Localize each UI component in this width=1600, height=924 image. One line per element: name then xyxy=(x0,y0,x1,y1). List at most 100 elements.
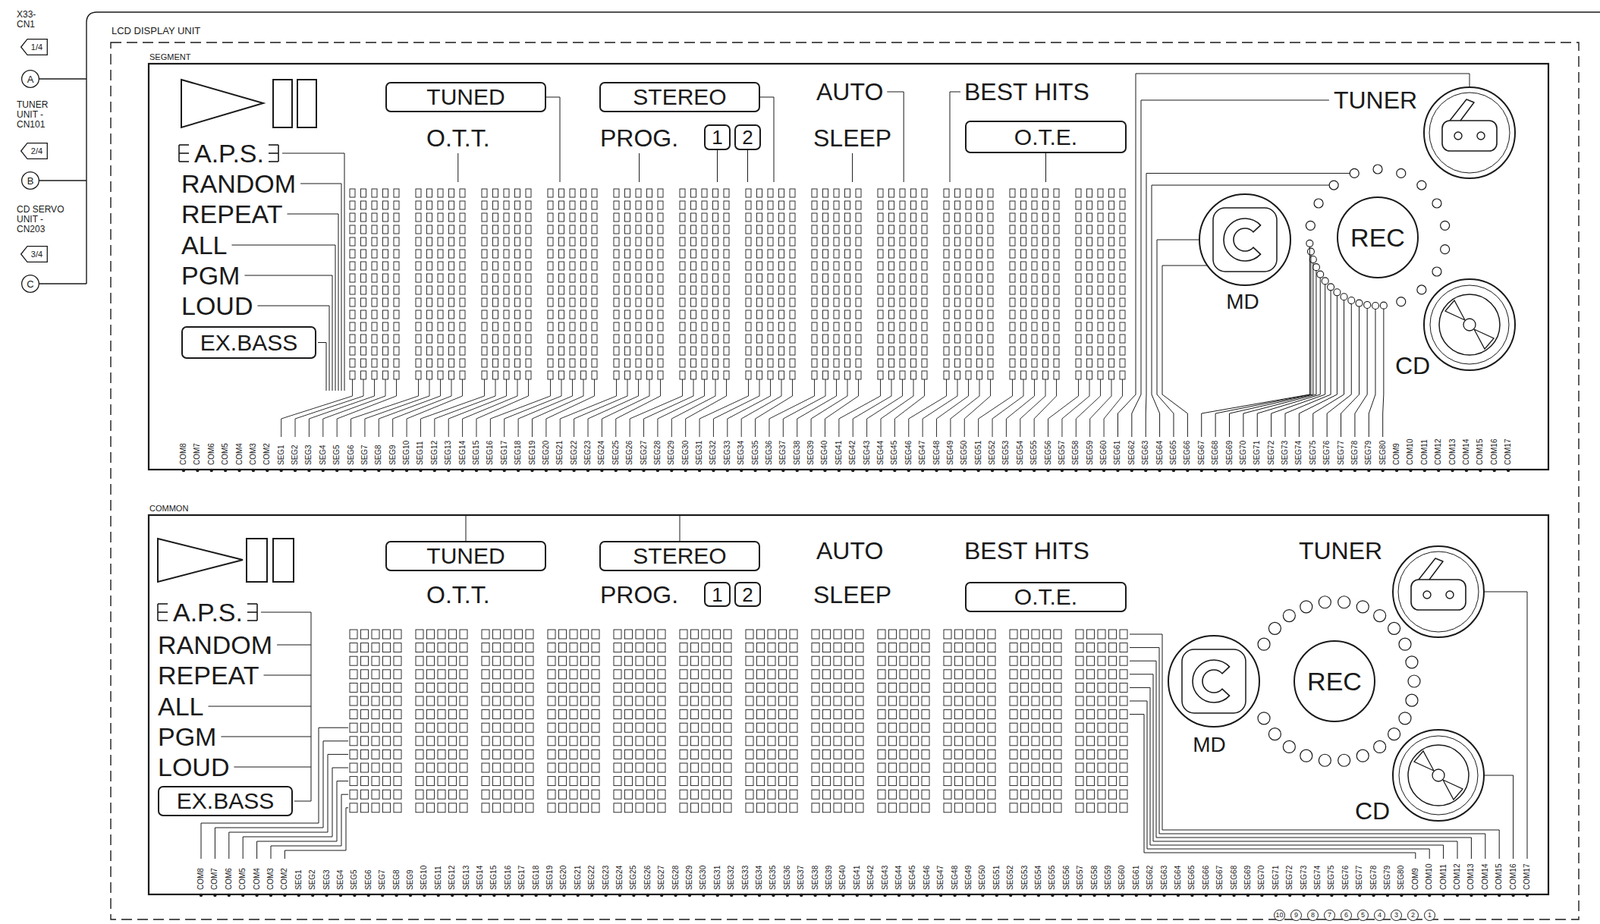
dot-matrix-cell xyxy=(691,643,699,653)
dot-matrix-cell xyxy=(823,261,829,271)
dot-matrix-cell xyxy=(383,763,391,773)
segment-leader xyxy=(964,379,991,437)
dot-matrix-cell xyxy=(965,286,972,295)
dot-matrix-cell xyxy=(1087,225,1093,234)
dot-matrix-cell xyxy=(899,237,906,246)
dot-matrix-cell xyxy=(899,789,908,799)
dot-matrix-cell xyxy=(569,789,578,799)
dot-matrix-cell xyxy=(657,722,666,733)
dot-matrix-cell xyxy=(977,696,985,706)
dot-matrix-cell xyxy=(745,643,754,653)
dot-matrix-cell xyxy=(647,237,653,246)
dot-matrix-cell xyxy=(437,201,444,210)
dot-matrix-cell xyxy=(1021,310,1027,319)
dot-matrix-cell xyxy=(701,763,710,773)
dot-matrix-cell xyxy=(569,237,576,246)
dot-matrix-cell xyxy=(371,736,380,746)
dot-matrix-cell xyxy=(855,736,864,746)
dot-matrix-cell xyxy=(383,370,389,380)
dot-matrix-cell xyxy=(1075,261,1082,271)
dot-matrix-cell xyxy=(757,789,765,799)
dot-matrix-cell xyxy=(1119,213,1126,222)
dot-matrix-cell xyxy=(459,803,468,813)
dot-matrix-cell xyxy=(943,656,952,666)
dot-matrix-cell xyxy=(1075,201,1082,210)
dot-matrix-cell xyxy=(713,225,719,234)
dot-matrix-cell xyxy=(493,736,501,746)
dot-matrix-cell xyxy=(547,803,556,813)
dot-matrix-cell xyxy=(779,237,785,246)
dot-matrix-cell xyxy=(691,213,697,222)
dot-matrix-cell xyxy=(591,201,598,210)
dot-matrix-cell xyxy=(767,749,776,759)
dot-matrix-cell xyxy=(745,322,752,331)
dot-matrix-cell xyxy=(349,225,356,234)
dot-matrix-cell xyxy=(845,201,851,210)
play-triangle xyxy=(181,79,264,128)
dot-matrix-cell xyxy=(547,188,554,198)
dot-matrix-cell xyxy=(691,188,697,198)
md-body xyxy=(1213,207,1277,272)
dot-matrix-cell xyxy=(371,629,380,639)
dot-matrix-cell xyxy=(459,237,466,246)
dot-matrix-cell xyxy=(789,763,798,773)
dot-matrix-cell xyxy=(965,225,972,234)
dot-matrix-cell xyxy=(635,261,642,271)
dot-matrix-cell xyxy=(393,249,400,258)
dot-matrix-cell xyxy=(789,749,798,759)
dot-matrix-cell xyxy=(767,346,774,356)
dot-matrix-cell xyxy=(779,789,787,799)
dot-matrix-cell xyxy=(965,643,974,653)
dot-matrix-cell xyxy=(657,629,666,639)
dot-matrix-cell xyxy=(723,261,730,271)
dot-matrix-cell xyxy=(647,370,653,380)
dot-matrix-cell xyxy=(767,358,774,368)
dot-matrix-cell xyxy=(459,656,468,666)
dot-matrix-cell xyxy=(515,722,523,733)
dot-matrix-cell xyxy=(459,722,468,733)
dot-matrix-cell xyxy=(701,346,708,356)
dot-matrix-cell xyxy=(713,261,719,271)
dot-matrix-cell xyxy=(427,669,435,679)
dot-matrix-cell xyxy=(459,201,466,210)
dot-matrix-cell xyxy=(679,696,688,706)
dot-matrix-cell xyxy=(987,261,994,271)
cassette-reel xyxy=(1454,132,1462,140)
dot-matrix-cell xyxy=(889,188,895,198)
dot-matrix-cell xyxy=(1021,656,1029,666)
dot-matrix-cell xyxy=(569,710,578,720)
dot-matrix-cell xyxy=(1097,310,1104,319)
dot-matrix-cell xyxy=(481,286,488,295)
legend-leader xyxy=(949,91,961,183)
dot-matrix-cell xyxy=(1109,358,1115,368)
dot-matrix-cell xyxy=(823,722,831,733)
md-icon xyxy=(1199,194,1291,286)
dot-matrix-cell xyxy=(481,237,488,246)
dot-matrix-cell xyxy=(1043,710,1051,720)
dot-matrix-cell xyxy=(415,188,422,198)
dot-matrix-cell xyxy=(745,310,752,319)
dot-matrix-cell xyxy=(393,776,402,786)
dot-matrix-cell xyxy=(635,286,642,295)
dot-matrix-cell xyxy=(1075,643,1084,653)
dot-matrix-cell xyxy=(1009,286,1016,295)
dot-matrix-cell xyxy=(581,249,587,258)
dot-matrix-cell xyxy=(723,298,730,307)
dot-matrix-cell xyxy=(911,789,919,799)
dot-matrix-cell xyxy=(713,370,719,380)
dot-matrix-cell xyxy=(723,188,730,198)
dot-matrix-cell xyxy=(383,722,391,733)
dot-matrix-cell xyxy=(515,346,521,356)
dot-matrix-cell xyxy=(613,358,620,368)
segment-leader xyxy=(587,379,639,437)
dot-matrix-cell xyxy=(581,749,589,759)
dot-matrix-cell xyxy=(1043,334,1049,343)
dot-matrix-cell xyxy=(745,286,752,295)
segment-leader xyxy=(434,379,496,437)
dot-matrix-cell xyxy=(833,298,840,307)
dot-matrix-cell xyxy=(911,334,917,343)
dot-matrix-cell xyxy=(889,669,897,679)
dot-matrix-cell xyxy=(943,776,952,786)
dot-matrix-cell xyxy=(823,656,831,666)
legend-leader xyxy=(1045,153,1047,183)
